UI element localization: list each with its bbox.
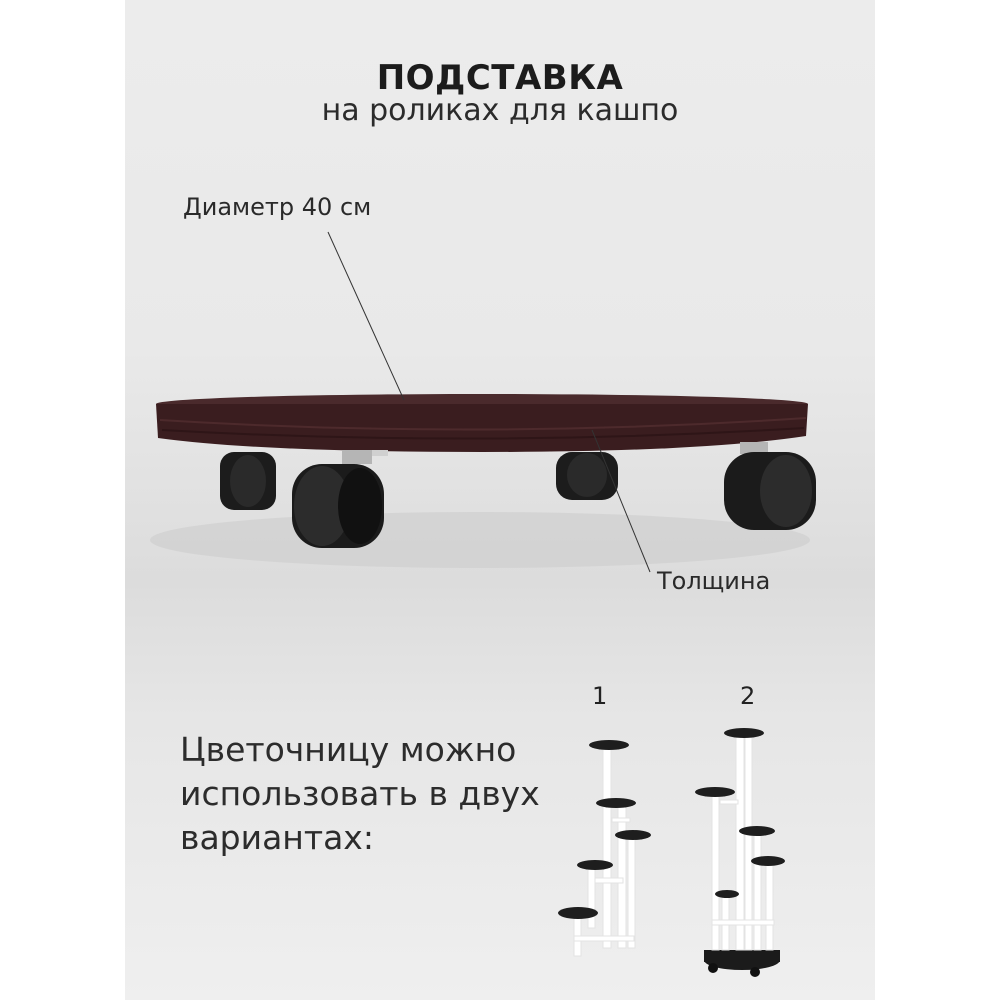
- thickness-label: Толщина: [657, 567, 771, 595]
- usage-info-line: использовать в двух: [180, 774, 540, 813]
- usage-info: Цветочницу можно использовать в двух вар…: [180, 728, 540, 860]
- board-edge: [156, 404, 808, 452]
- thickness-pointer: [591, 429, 651, 573]
- page-title: ПОДСТАВКА: [376, 58, 624, 98]
- usage-info-line: Цветочницу можно: [180, 730, 517, 769]
- wooden-board: [156, 394, 808, 452]
- variant-number-2: 2: [740, 682, 756, 710]
- variant-number-1: 1: [592, 682, 608, 710]
- wheel-front-left: [292, 450, 388, 548]
- page-subtitle: на роликах для кашпо: [321, 93, 679, 128]
- usage-info-line: вариантах:: [180, 818, 374, 857]
- wheel-back-right: [556, 452, 618, 500]
- diameter-label: Диаметр 40 см: [183, 193, 372, 221]
- wheel-front-right: [724, 442, 816, 530]
- diameter-pointer: [327, 231, 405, 401]
- wheel-back-left: [220, 452, 276, 510]
